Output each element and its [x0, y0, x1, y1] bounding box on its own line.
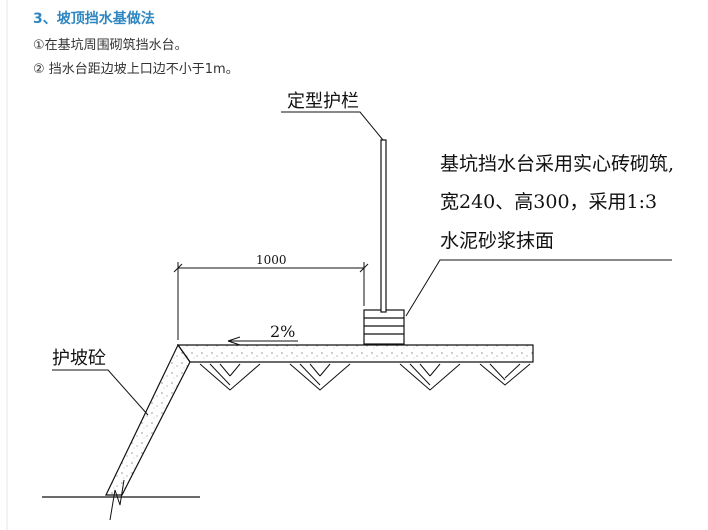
- slope-grade: 2%: [270, 322, 295, 341]
- requirement-item-1: ①在基坑周围砌筑挡水台。: [33, 38, 188, 53]
- wall-note-leader-line: [405, 259, 672, 317]
- section-heading: 3、坡顶挡水基做法: [33, 11, 155, 27]
- wall-note-line-3: 水泥砂浆抹面: [440, 230, 554, 252]
- break-mark: [109, 479, 125, 521]
- wall-note-line-2: 宽240、高300，采用1:3: [440, 191, 657, 213]
- slope-leader-line: [52, 369, 149, 416]
- slope-protection-label: 护坡砼: [52, 348, 106, 369]
- soil-hatching: [199, 363, 531, 391]
- slope-protection: [105, 343, 191, 496]
- dimension-value: 1000: [256, 253, 287, 267]
- wall-note-line-1: 基坑挡水台采用实心砖砌筑,: [440, 153, 674, 175]
- page-left-border: [6, 0, 8, 530]
- guard-rail-post: [380, 139, 387, 313]
- slope-arrow: [227, 336, 298, 346]
- rail-leader-line: [281, 111, 384, 141]
- brick-retaining-wall: [363, 309, 405, 345]
- ground-slab: [176, 344, 534, 363]
- requirement-item-2: ② 挡水台距边坡上口边不小于1m。: [33, 62, 239, 77]
- rail-label: 定型护栏: [287, 91, 359, 112]
- dimension-line: [173, 262, 369, 340]
